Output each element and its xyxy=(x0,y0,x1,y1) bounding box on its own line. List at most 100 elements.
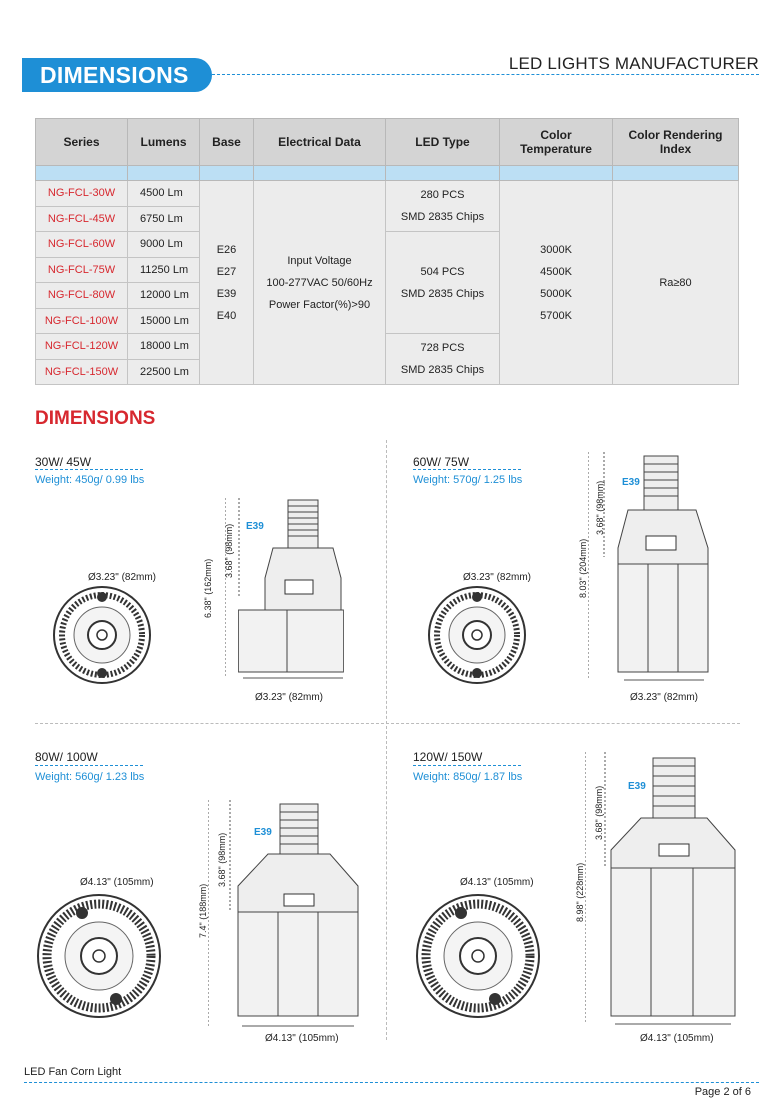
led-count: 280 PCS xyxy=(420,189,465,201)
quadrant-label: 30W/ 45W xyxy=(35,455,92,469)
bottom-diameter: Ø3.23" (82mm) xyxy=(255,692,324,703)
lumens-cell: 22500 Lm xyxy=(127,358,200,385)
side-view-drawing xyxy=(208,800,359,1027)
head-height: 3.68" (98mm) xyxy=(594,785,604,840)
led-type-cell: 728 PCS SMD 2835 Chips xyxy=(385,333,500,385)
side-view-drawing xyxy=(585,752,736,1025)
quadrant-weight: Weight: 560g/ 1.23 lbs xyxy=(35,771,145,783)
quadrant-divider xyxy=(413,469,521,470)
color-temp-item: 5700K xyxy=(540,309,572,322)
th-led-type: LED Type xyxy=(385,118,500,166)
electrical-cell: Input Voltage 100-277VAC 50/60Hz Power F… xyxy=(253,180,386,385)
lumens-cell: 6750 Lm xyxy=(127,205,200,232)
led-count: 728 PCS xyxy=(420,342,465,354)
lumens-cell: 11250 Lm xyxy=(127,256,200,283)
base-item: E40 xyxy=(216,309,237,322)
table-row: NG-FCL-45W 6750 Lm xyxy=(35,205,739,232)
cri-cell: Ra≥80 xyxy=(612,180,739,385)
th-cri: Color Rendering Index xyxy=(612,118,739,166)
quadrant-divider xyxy=(413,765,521,766)
led-type-cell: 504 PCS SMD 2835 Chips xyxy=(385,231,500,334)
bottom-diameter: Ø3.23" (82mm) xyxy=(630,692,699,703)
series-cell: NG-FCL-30W xyxy=(35,180,128,207)
base-label: E39 xyxy=(628,781,646,792)
led-count: 504 PCS xyxy=(420,265,465,278)
base-label: E39 xyxy=(246,521,264,532)
top-diameter: Ø4.13" (105mm) xyxy=(460,877,534,888)
top-diameter: Ø3.23" (82mm) xyxy=(88,572,157,583)
series-cell: NG-FCL-100W xyxy=(35,307,128,334)
quadrant-weight: Weight: 450g/ 0.99 lbs xyxy=(35,474,145,486)
footer-divider xyxy=(24,1082,759,1083)
head-height: 3.68" (98mm) xyxy=(224,523,234,578)
table-header-row: Series Lumens Base Electrical Data LED T… xyxy=(35,118,739,166)
th-base: Base xyxy=(199,118,254,166)
led-chip: SMD 2835 Chips xyxy=(400,364,485,376)
bottom-diameter: Ø4.13" (105mm) xyxy=(640,1033,714,1044)
electrical-line: 100-277VAC 50/60Hz xyxy=(266,276,373,289)
top-view-drawing xyxy=(37,894,161,1018)
quadrant-label: 80W/ 100W xyxy=(35,750,98,764)
head-height: 3.68" (98mm) xyxy=(217,832,227,887)
top-diameter: Ø3.23" (82mm) xyxy=(463,572,532,583)
series-cell: NG-FCL-60W xyxy=(35,231,128,258)
header-badge: DIMENSIONS xyxy=(22,58,212,92)
total-height: 8.98" (228mm) xyxy=(575,862,585,922)
color-temp-item: 4500K xyxy=(540,265,572,278)
quadrant-label: 120W/ 150W xyxy=(413,750,483,764)
top-view-drawing xyxy=(53,586,151,684)
top-diameter: Ø4.13" (105mm) xyxy=(80,877,154,888)
side-view-drawing xyxy=(588,452,709,681)
color-temp-cell: 3000K 4500K 5000K 5700K xyxy=(499,180,613,385)
table-row: NG-FCL-80W 12000 Lm xyxy=(35,282,739,309)
quadrant-divider xyxy=(35,765,143,766)
th-series: Series xyxy=(35,118,128,166)
lumens-cell: 12000 Lm xyxy=(127,282,200,309)
total-height: 7.4" (188mm) xyxy=(198,883,208,938)
bottom-diameter: Ø4.13" (105mm) xyxy=(265,1033,339,1044)
header-divider xyxy=(212,74,759,75)
th-electrical: Electrical Data xyxy=(253,118,386,166)
th-color-temp: Color Temperature xyxy=(499,118,613,166)
series-cell: NG-FCL-80W xyxy=(35,282,128,309)
grid-divider-vertical xyxy=(386,440,387,1040)
base-item: E27 xyxy=(216,265,237,278)
table-row: NG-FCL-120W 18000 Lm 728 PCS SMD 2835 Ch… xyxy=(35,333,739,385)
quadrant-weight: Weight: 570g/ 1.25 lbs xyxy=(413,474,523,486)
table-row: NG-FCL-150W 22500 Lm xyxy=(35,358,739,385)
base-item: E26 xyxy=(216,243,237,256)
lumens-cell: 18000 Lm xyxy=(127,333,200,360)
footer-product-name: LED Fan Corn Light xyxy=(24,1066,122,1078)
base-item: E39 xyxy=(216,287,237,300)
lumens-cell: 9000 Lm xyxy=(127,231,200,258)
spec-table: Series Lumens Base Electrical Data LED T… xyxy=(35,118,739,385)
base-cell: E26 E27 E39 E40 xyxy=(199,180,254,385)
base-label: E39 xyxy=(254,827,272,838)
series-cell: NG-FCL-150W xyxy=(35,358,128,385)
electrical-line: Power Factor(%)>90 xyxy=(268,298,371,311)
page-number: Page 2 of 6 xyxy=(694,1086,751,1098)
quadrant-weight: Weight: 850g/ 1.87 lbs xyxy=(413,771,523,783)
color-temp-item: 5000K xyxy=(540,287,572,300)
quadrant-label: 60W/ 75W xyxy=(413,455,470,469)
head-height: 3.68" (98mm) xyxy=(595,480,605,535)
side-view-drawing xyxy=(225,498,344,679)
top-view-drawing xyxy=(428,586,526,684)
series-cell: NG-FCL-45W xyxy=(35,205,128,232)
section-title: DIMENSIONS xyxy=(35,408,156,429)
th-lumens: Lumens xyxy=(127,118,200,166)
table-row: NG-FCL-30W 4500 Lm E26 E27 E39 E40 Input… xyxy=(35,180,739,385)
led-type-cell: 280 PCS SMD 2835 Chips xyxy=(385,180,500,232)
lumens-cell: 15000 Lm xyxy=(127,307,200,334)
quadrant-divider xyxy=(35,469,143,470)
top-view-drawing xyxy=(416,894,540,1018)
base-label: E39 xyxy=(622,477,640,488)
series-cell: NG-FCL-120W xyxy=(35,333,128,360)
total-height: 8.03" (204mm) xyxy=(578,538,588,598)
led-chip: SMD 2835 Chips xyxy=(400,211,485,223)
table-row: NG-FCL-60W 9000 Lm 504 PCS SMD 2835 Chip… xyxy=(35,231,739,334)
series-cell: NG-FCL-75W xyxy=(35,256,128,283)
grid-divider-horizontal xyxy=(35,723,740,724)
color-temp-item: 3000K xyxy=(540,243,572,256)
electrical-line: Input Voltage xyxy=(287,254,352,267)
